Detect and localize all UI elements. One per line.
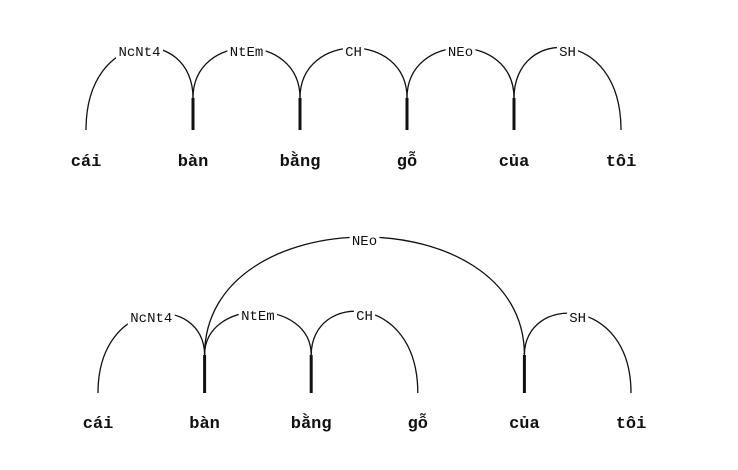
label-background bbox=[227, 43, 266, 59]
dependency-tree-top: NcNt4 NtEm CH NEo SH cái bàn bằng gỗ của tôi bbox=[71, 43, 637, 172]
word-token: bàn bbox=[189, 415, 220, 434]
relation-label: SH bbox=[559, 45, 576, 61]
label-background bbox=[556, 43, 579, 59]
word-token: bằng bbox=[280, 151, 321, 172]
relation-label: SH bbox=[569, 311, 586, 327]
word-token: gỗ bbox=[408, 413, 428, 434]
relation-label: CH bbox=[356, 309, 373, 325]
label-background bbox=[238, 307, 278, 323]
relation-label: NcNt4 bbox=[130, 311, 172, 327]
relation-label: NcNt4 bbox=[118, 45, 160, 61]
label-background bbox=[445, 43, 476, 59]
word-token: tôi bbox=[616, 415, 647, 434]
label-background bbox=[349, 232, 380, 248]
relation-label: CH bbox=[345, 45, 362, 61]
relation-label: NtEm bbox=[241, 309, 275, 325]
relation-label: NEo bbox=[448, 45, 473, 61]
word-token: cái bbox=[71, 153, 102, 172]
label-background bbox=[127, 309, 175, 325]
label-background bbox=[567, 309, 589, 325]
label-background bbox=[353, 307, 376, 323]
label-background bbox=[342, 43, 365, 59]
relation-label: NtEm bbox=[230, 45, 264, 61]
word-token: bàn bbox=[178, 153, 209, 172]
word-token: của bbox=[499, 153, 530, 172]
word-token: gỗ bbox=[397, 151, 417, 172]
word-token: cái bbox=[83, 415, 114, 434]
word-token: của bbox=[509, 415, 540, 434]
word-token: tôi bbox=[606, 153, 637, 172]
dependency-arc bbox=[203, 236, 526, 356]
label-background bbox=[116, 43, 163, 59]
relation-label: NEo bbox=[352, 234, 377, 250]
word-token: bằng bbox=[291, 413, 332, 434]
